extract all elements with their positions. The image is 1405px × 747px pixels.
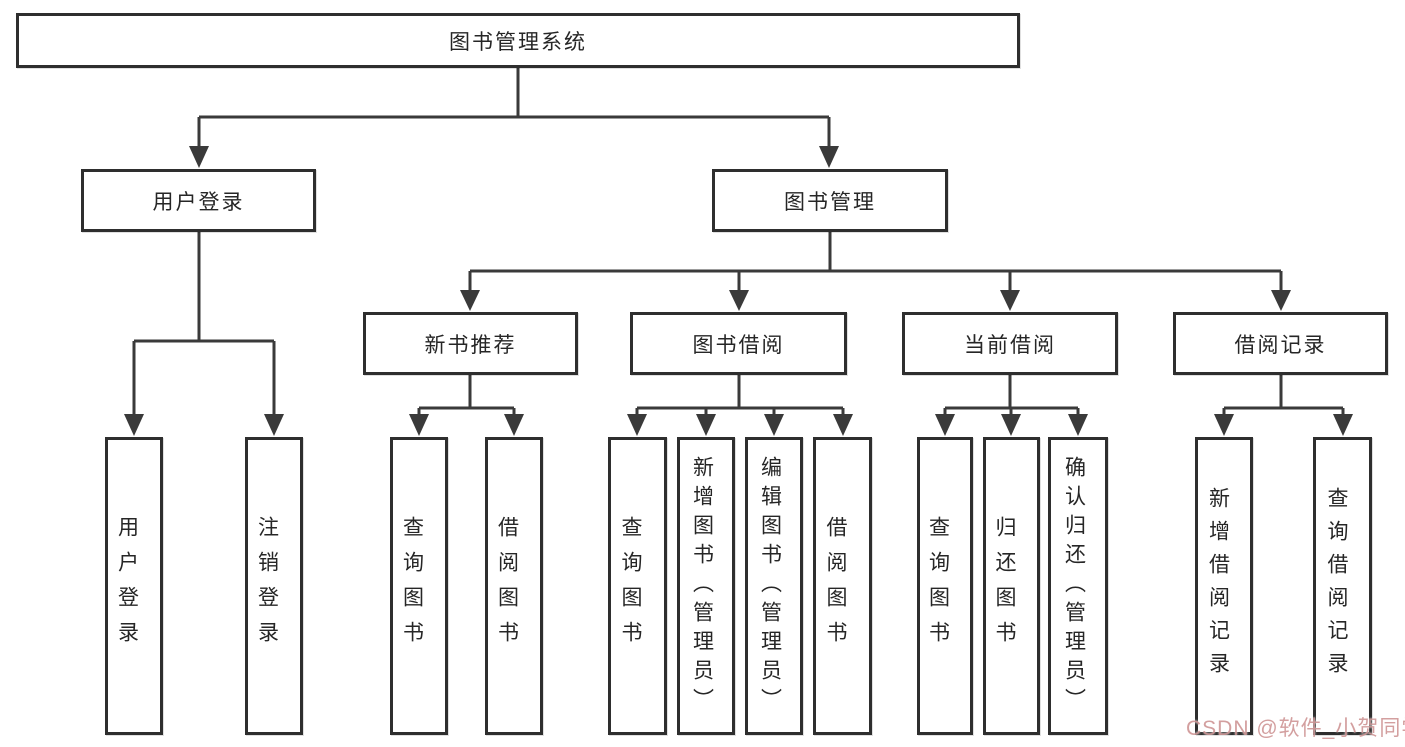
- leaf-logout: 注销登录: [245, 437, 303, 735]
- leaf-borrow-books-recommend: 借阅图书: [485, 437, 543, 735]
- node-label: 图书借阅: [692, 333, 785, 357]
- node-label: 查询图书: [400, 516, 424, 656]
- node-label: 借阅图书: [824, 516, 847, 656]
- leaf-query-books-current: 查询图书: [917, 437, 973, 735]
- node-label: 用户登录: [152, 190, 245, 214]
- node-label: 当前借阅: [964, 333, 1056, 357]
- node-borrow-record: 借阅记录: [1173, 312, 1388, 375]
- node-label: 图书管理系统: [449, 30, 587, 54]
- node-label: 注销登录: [255, 516, 279, 656]
- leaf-confirm-return-admin: 确认归还（管理员）: [1048, 437, 1108, 735]
- leaf-add-borrow-record: 新增借阅记录: [1195, 437, 1253, 735]
- node-label: 编辑图书（管理员）: [758, 455, 782, 717]
- leaf-query-borrow-record: 查询借阅记录: [1313, 437, 1372, 735]
- leaf-query-books-recommend: 查询图书: [390, 437, 448, 735]
- node-label: 新增图书（管理员）: [690, 455, 714, 717]
- node-current-borrow: 当前借阅: [902, 312, 1118, 375]
- node-label: 确认归还（管理员）: [1062, 455, 1086, 717]
- node-label: 用户登录: [115, 516, 139, 656]
- leaf-borrow-books: 借阅图书: [813, 437, 872, 735]
- node-new-book-recommend: 新书推荐: [363, 312, 578, 375]
- node-root-library-system: 图书管理系统: [16, 13, 1020, 68]
- leaf-add-books-admin: 新增图书（管理员）: [677, 437, 735, 735]
- node-book-management-branch: 图书管理: [712, 169, 948, 232]
- leaf-return-books: 归还图书: [983, 437, 1040, 735]
- leaf-query-books-borrow: 查询图书: [608, 437, 667, 735]
- node-label: 借阅图书: [495, 516, 519, 656]
- node-label: 借阅记录: [1234, 333, 1327, 357]
- node-label: 图书管理: [784, 190, 876, 214]
- node-label: 查询借阅记录: [1325, 487, 1348, 685]
- node-label: 归还图书: [993, 516, 1016, 656]
- node-label: 查询图书: [926, 516, 950, 656]
- leaf-edit-books-admin: 编辑图书（管理员）: [745, 437, 803, 735]
- node-label: 新增借阅记录: [1206, 487, 1230, 685]
- csdn-watermark: CSDN @软件_小贺同学: [1186, 717, 1405, 740]
- node-label: 查询图书: [619, 516, 642, 656]
- node-book-borrow: 图书借阅: [630, 312, 847, 375]
- node-label: 新书推荐: [424, 333, 517, 357]
- leaf-user-login: 用户登录: [105, 437, 163, 735]
- node-user-login-branch: 用户登录: [81, 169, 316, 232]
